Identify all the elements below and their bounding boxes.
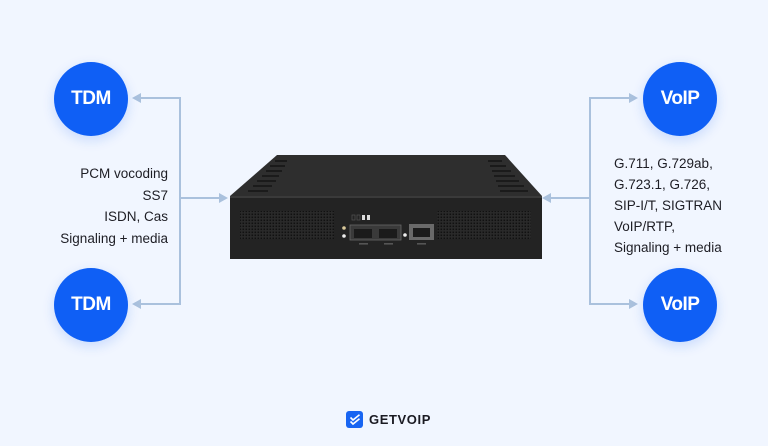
feature-line: G.711, G.729ab,	[614, 156, 713, 171]
voip-node-bottom: VoIP	[643, 268, 717, 342]
voip-node-top: VoIP	[643, 62, 717, 136]
voip-features-text: G.711, G.729ab, G.723.1, G.726, SIP-I/T,…	[614, 153, 722, 258]
feature-line: VoIP/RTP,	[614, 219, 676, 234]
logo-text: GETVOIP	[369, 412, 431, 427]
arrow-head-to-device-left	[219, 193, 228, 203]
getvoip-logo: GETVOIP	[346, 411, 431, 428]
feature-line: ISDN, Cas	[104, 209, 168, 224]
arrow-head-right-bottom	[629, 299, 638, 309]
feature-line: Signaling + media	[60, 230, 168, 246]
check-badge-icon	[346, 411, 363, 428]
voip-node-label: VoIP	[660, 294, 700, 315]
feature-line: SS7	[142, 187, 168, 203]
arrow-head-to-device-right	[542, 193, 551, 203]
tdm-features-text: PCM vocoding SS7 ISDN, Cas Signaling + m…	[60, 163, 168, 249]
voip-node-label: VoIP	[660, 88, 700, 109]
tdm-node-label: TDM	[71, 88, 111, 109]
arrow-head-right-top	[629, 93, 638, 103]
feature-line: Signaling + media	[614, 240, 722, 255]
arrow-head-left-top	[132, 93, 141, 103]
arrow-head-left-bottom	[132, 299, 141, 309]
feature-line: SIP-I/T, SIGTRAN	[614, 198, 723, 213]
feature-line: PCM vocoding	[80, 166, 168, 181]
tdm-node-bottom: TDM	[54, 268, 128, 342]
feature-line: G.723.1, G.726,	[614, 177, 711, 192]
tdm-node-top: TDM	[54, 62, 128, 136]
media-gateway-device-icon	[230, 155, 542, 259]
tdm-node-label: TDM	[71, 294, 111, 315]
